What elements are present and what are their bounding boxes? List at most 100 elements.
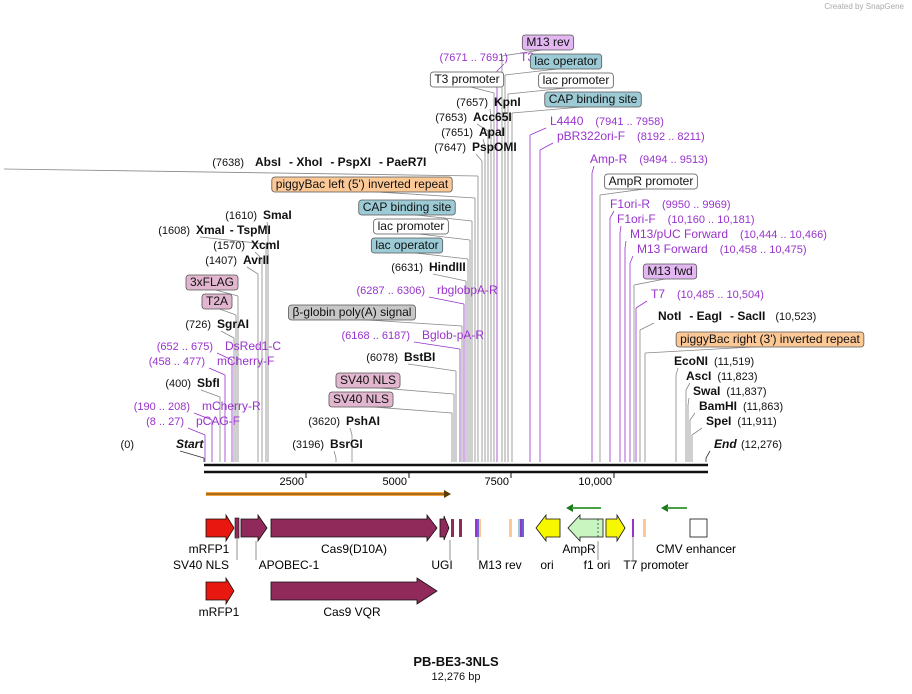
xcmi-label[interactable]: XcmI(1570) bbox=[213, 238, 279, 252]
sv40nls-1-label[interactable]: SV40 NLS bbox=[335, 372, 401, 389]
mcherry-f-label[interactable]: (458 .. 477)mCherry-F bbox=[149, 354, 275, 368]
ampr-promoter-label[interactable]: AmpR promoter bbox=[604, 173, 698, 190]
end-pos-label[interactable]: (12,276) bbox=[741, 439, 782, 451]
feature-label: AmpR bbox=[562, 542, 596, 556]
site-labels: (0) Start (12,276) End (8 .. 27)pCAG-F(190 .… bbox=[121, 34, 865, 451]
m13-fwd-label[interactable]: M13 fwd bbox=[642, 263, 698, 280]
t7-promoter-box[interactable] bbox=[632, 519, 634, 537]
lac-promoter-2-label[interactable]: lac promoter bbox=[538, 72, 614, 89]
sgrai-label[interactable]: SgrAI(726) bbox=[185, 317, 249, 331]
cas9-d10a-arrow[interactable] bbox=[270, 513, 438, 543]
t3-promoter-label[interactable]: T3 promoter bbox=[429, 71, 505, 88]
cap-site-2-label[interactable]: CAP binding site bbox=[544, 91, 642, 108]
bglobin-polya-label[interactable]: β-globin poly(A) signal bbox=[288, 304, 416, 321]
xmai-label[interactable]: XmaI- TspMI(1608) bbox=[158, 223, 271, 237]
small-feature[interactable] bbox=[518, 519, 520, 537]
ugi-arrow[interactable] bbox=[439, 515, 450, 541]
feature-box bbox=[370, 237, 444, 254]
apai-label[interactable]: ApaI(7651) bbox=[441, 125, 505, 139]
sv40-nls-box[interactable] bbox=[234, 517, 240, 539]
site-position: (7653) bbox=[435, 112, 467, 124]
m13-fwd-primer-label[interactable]: M13 Forward(10,458 .. 10,475) bbox=[637, 242, 807, 256]
feature-box bbox=[373, 218, 449, 235]
ampr-arrow[interactable] bbox=[567, 513, 604, 543]
lac-operator-2-label[interactable]: lac operator bbox=[529, 53, 603, 70]
kpni-label[interactable]: KpnI(7657) bbox=[456, 95, 520, 109]
feature-box bbox=[429, 71, 505, 88]
apobec-1-arrow[interactable] bbox=[240, 513, 268, 543]
small-feature[interactable] bbox=[451, 519, 454, 537]
f1ori-r-label[interactable]: F1ori-R(9950 .. 9969) bbox=[610, 197, 731, 211]
t7-label[interactable]: T7(10,485 .. 10,504) bbox=[651, 287, 764, 301]
lac-promoter-1-label[interactable]: lac promoter bbox=[373, 218, 449, 235]
primer-range: (10,160 .. 10,181) bbox=[668, 214, 755, 226]
backbone: 2500 5000 7500 10,000 bbox=[204, 463, 708, 488]
small-feature[interactable] bbox=[479, 519, 481, 537]
pshai-label[interactable]: PshAI(3620) bbox=[308, 414, 380, 428]
bsrgi-label[interactable]: BsrGI(3196) bbox=[292, 437, 362, 451]
avrii-label[interactable]: AvrII(1407) bbox=[205, 253, 269, 267]
mrfp1-2-arrow[interactable] bbox=[205, 576, 235, 606]
leader-line bbox=[635, 300, 648, 309]
noti-label[interactable]: NotI- EagI- SacII(10,523) bbox=[658, 309, 816, 323]
small-feature[interactable] bbox=[509, 519, 512, 537]
bglob-pa-r-label[interactable]: (6168 .. 6187)Bglob-pA-R bbox=[342, 328, 485, 342]
t3-label[interactable]: (7671 .. 7691)T3 bbox=[440, 50, 535, 64]
amp-r-label[interactable]: Amp-R(9494 .. 9513) bbox=[590, 152, 708, 166]
mrfp1-arrow[interactable] bbox=[205, 513, 235, 543]
piggybac-right-label[interactable]: piggyBac right (3') inverted repeat bbox=[675, 331, 865, 348]
feature-track: mRFP1 SV40 NLS APOBEC-1 Cas9(D10A) UGI M… bbox=[173, 504, 736, 619]
asci-label[interactable]: AscI(11,823) bbox=[686, 369, 758, 383]
swai-label[interactable]: SwaI(11,837) bbox=[693, 384, 767, 398]
pbr322ori-f-label[interactable]: pBR322ori-F(8192 .. 8211) bbox=[557, 129, 705, 143]
cap-site-1-label[interactable]: CAP binding site bbox=[358, 199, 456, 216]
leader-line bbox=[529, 127, 547, 136]
pcag-f-label[interactable]: (8 .. 27)pCAG-F bbox=[146, 414, 240, 428]
absi-label[interactable]: (7638)AbsI- XhoI- PspXI- PaeR7I bbox=[212, 155, 426, 169]
sbfi-label[interactable]: SbfI(400) bbox=[165, 376, 219, 390]
small-feature[interactable] bbox=[522, 519, 524, 537]
site-position: (11,519) bbox=[714, 356, 754, 368]
econi-label[interactable]: EcoNI(11,519) bbox=[674, 354, 754, 368]
feature-box-label: 3xFLAG bbox=[190, 275, 234, 289]
spei-label[interactable]: SpeI(11,911) bbox=[706, 414, 777, 428]
primer-range: (652 .. 675) bbox=[157, 341, 213, 353]
piggybac-left-label[interactable]: piggyBac left (5') inverted repeat bbox=[271, 176, 453, 193]
m13-puc-fwd-label[interactable]: M13/pUC Forward(10,444 .. 10,466) bbox=[630, 227, 827, 241]
t2a-label[interactable]: T2A bbox=[201, 293, 233, 310]
end-label[interactable]: End bbox=[714, 437, 737, 451]
rbglobpa-r-label[interactable]: (6287 .. 6306)rbglobpA-R bbox=[357, 283, 499, 297]
sv40nls-2-label[interactable]: SV40 NLS bbox=[328, 391, 394, 408]
m13-rev-label[interactable]: M13 rev bbox=[521, 34, 575, 51]
site-position: (3196) bbox=[292, 439, 324, 451]
leader-line bbox=[413, 341, 461, 350]
start-pos-label[interactable]: (0) bbox=[121, 439, 134, 451]
feature-box bbox=[358, 199, 456, 216]
cmv-enhancer-box[interactable] bbox=[689, 518, 708, 538]
small-feature[interactable] bbox=[520, 519, 522, 537]
enzyme-name: XcmI bbox=[251, 238, 280, 252]
cas9-vqr-arrow[interactable] bbox=[270, 577, 438, 605]
small-feature[interactable] bbox=[477, 519, 479, 537]
f1ori-f-label[interactable]: F1ori-F(10,160 .. 10,181) bbox=[617, 212, 755, 226]
ruler-label: 5000 bbox=[383, 476, 407, 488]
bamhi-label[interactable]: BamHI(11,863) bbox=[699, 399, 783, 413]
small-feature[interactable] bbox=[643, 519, 646, 537]
enzyme-name: - PaeR7I bbox=[379, 155, 426, 169]
hindiii-label[interactable]: HindIII(6631) bbox=[391, 260, 465, 274]
leader-line bbox=[200, 389, 221, 398]
l4440-label[interactable]: L4440(7941 .. 7958) bbox=[550, 114, 664, 128]
dsred1-c-label[interactable]: (652 .. 675)DsRed1-C bbox=[157, 339, 282, 353]
acc65i-label[interactable]: Acc65I(7653) bbox=[435, 110, 512, 124]
bstbi-label[interactable]: BstBI(6078) bbox=[366, 350, 435, 364]
small-feature[interactable] bbox=[475, 519, 477, 537]
3xflag-label[interactable]: 3xFLAG bbox=[185, 274, 239, 291]
start-label[interactable]: Start bbox=[176, 437, 204, 451]
lac-operator-1-label[interactable]: lac operator bbox=[370, 237, 444, 254]
f1-ori-arrow[interactable] bbox=[605, 513, 626, 543]
ori-arrow[interactable] bbox=[535, 513, 561, 543]
smai-label[interactable]: SmaI(1610) bbox=[225, 208, 291, 222]
pspomi-label[interactable]: PspOMI(7647) bbox=[434, 140, 516, 154]
mcherry-r-label[interactable]: (190 .. 208)mCherry-R bbox=[134, 399, 261, 413]
small-feature[interactable] bbox=[459, 519, 462, 537]
